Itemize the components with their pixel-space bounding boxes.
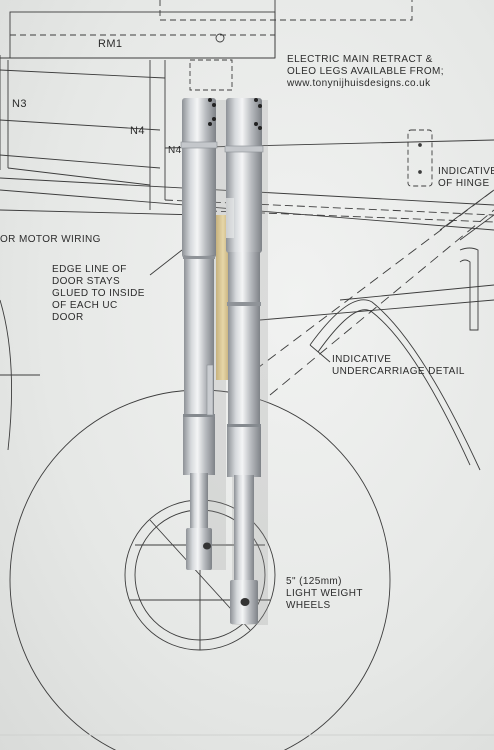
label-electric-retracts: ELECTRIC MAIN RETRACT & OLEO LEGS AVAILA… [287,54,444,89]
right-oleo-leg [224,98,264,624]
small-dashed-box [189,59,233,91]
label-edge-line: EDGE LINE OF DOOR STAYS GLUED TO INSIDE … [52,264,145,323]
top-dashed-box [159,0,413,21]
label-wheels: 5" (125mm) LIGHT WEIGHT WHEELS [286,576,363,611]
label-n4: N4 [130,125,145,137]
label-rm1: RM1 [98,38,123,50]
label-n3: N3 [12,98,27,110]
hinge-box [407,129,433,187]
label-undercarriage: INDICATIVE UNDERCARRIAGE DETAIL [332,354,465,377]
label-n4b: N4 [168,145,182,156]
door-curve [309,299,481,471]
left-oleo-leg [180,98,218,570]
label-indicative-hinge: INDICATIVE OF HINGE [438,166,494,189]
label-motor-wiring: OR MOTOR WIRING [0,234,101,245]
wooden-dowel [216,215,230,380]
